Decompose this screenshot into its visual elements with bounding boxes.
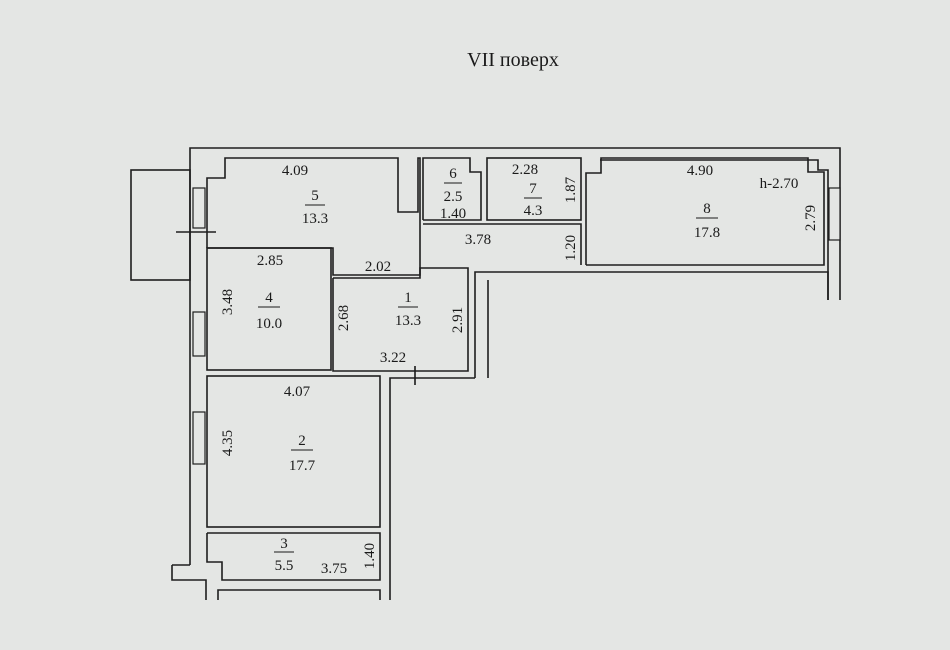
room-8-area: 17.8 <box>694 225 720 241</box>
room-1-right: 2.91 <box>450 307 466 333</box>
room-6: 6 2.5 1.40 <box>422 157 482 222</box>
window-room-4 <box>192 311 206 357</box>
room-4-area: 10.0 <box>256 316 282 332</box>
room-2-area: 17.7 <box>289 458 316 474</box>
room-3: 3 5.5 3.75 1.40 <box>206 532 381 581</box>
room-1-width: 3.22 <box>380 350 406 366</box>
room-1-number: 1 <box>404 290 412 306</box>
room-7: 2.28 7 4.3 1.87 <box>486 157 582 221</box>
room-2-width: 4.07 <box>284 384 311 400</box>
room-4-width: 2.85 <box>257 253 283 269</box>
balcony <box>130 169 191 281</box>
room-7-area: 4.3 <box>524 203 543 219</box>
room-3-width: 3.75 <box>321 561 347 577</box>
room-7-depth: 1.87 <box>563 176 579 203</box>
room-8-width: 4.90 <box>687 163 713 179</box>
room-3-number: 3 <box>280 536 288 552</box>
room-8-number: 8 <box>703 201 711 217</box>
room-7-width: 2.28 <box>512 162 538 178</box>
corridor-length: 3.78 <box>465 232 491 248</box>
room-5: 4.09 5 13.3 2.02 <box>206 157 421 276</box>
room-1-area: 13.3 <box>395 313 421 329</box>
ceiling-height: h-2.70 <box>760 176 799 192</box>
corridor: 3.78 1.20 <box>423 223 582 265</box>
room-5-area: 13.3 <box>302 211 328 227</box>
room-2-depth: 4.35 <box>220 430 236 456</box>
windows <box>176 187 841 465</box>
room-3-depth: 1.40 <box>362 543 378 569</box>
room-6-dim: 1.40 <box>440 206 466 222</box>
window-room-2 <box>192 411 206 465</box>
room-4: 2.85 3.48 4 10.0 <box>206 247 332 371</box>
room-1-depth: 2.68 <box>336 305 352 331</box>
room-5-depth: 2.02 <box>365 259 391 275</box>
room-8: 4.90 h-2.70 8 17.8 2.79 <box>585 157 825 266</box>
room-2-number: 2 <box>298 433 306 449</box>
room-4-number: 4 <box>265 290 273 306</box>
room-6-number: 6 <box>449 166 457 182</box>
room-5-width: 4.09 <box>282 163 308 179</box>
room-4-depth: 3.48 <box>220 289 236 315</box>
window-room-8 <box>828 187 841 241</box>
room-5-number: 5 <box>311 188 319 204</box>
room-2: 4.07 4.35 2 17.7 <box>206 375 381 528</box>
floor-title: VII поверх <box>467 49 559 71</box>
room-3-area: 5.5 <box>275 558 294 574</box>
room-6-area: 2.5 <box>444 189 463 205</box>
room-1: 2.68 1 13.3 2.91 3.22 <box>332 267 469 385</box>
room-7-number: 7 <box>529 181 537 197</box>
corridor-width: 1.20 <box>563 235 579 261</box>
room-8-depth: 2.79 <box>803 205 819 231</box>
window-room-5 <box>192 187 206 229</box>
